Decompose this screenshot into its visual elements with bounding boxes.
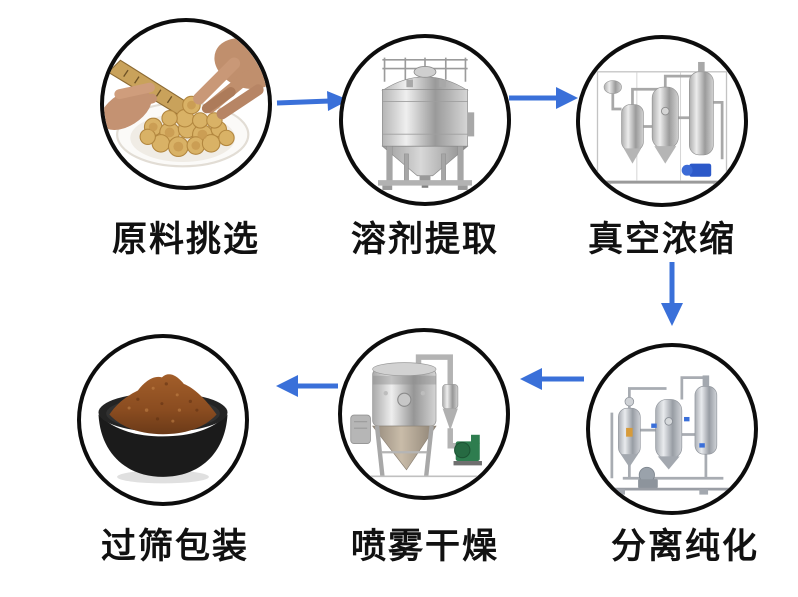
step-label-spray-drying: 喷雾干燥 xyxy=(350,527,499,567)
step-label-raw-material-selection: 原料挑选 xyxy=(111,220,260,260)
arrow-drying-to-packaging-icon xyxy=(276,375,338,397)
hands-sorting-herb-slices-illustration xyxy=(104,38,268,168)
powder-bowl-illustration xyxy=(98,374,228,484)
step-label-vacuum-concentration: 真空浓缩 xyxy=(587,220,736,260)
arrow-concentration-to-purification-icon xyxy=(661,262,683,326)
step-circle-solvent-extraction xyxy=(339,34,511,206)
arrow-purification-to-drying-icon xyxy=(520,368,584,390)
separation-columns-illustration xyxy=(607,375,737,495)
spray-dryer-illustration xyxy=(350,354,485,478)
arrow-extraction-to-concentration-icon xyxy=(509,87,578,109)
extraction-tank-illustration xyxy=(377,57,475,190)
step-circle-separation-purification xyxy=(586,343,758,515)
arrow-selection-to-extraction-icon xyxy=(276,91,349,111)
step-circle-spray-drying xyxy=(338,328,510,500)
step-label-solvent-extraction: 溶剂提取 xyxy=(350,220,499,260)
step-label-sieving-packaging: 过筛包装 xyxy=(100,527,249,567)
step-label-separation-purification: 分离纯化 xyxy=(610,527,759,567)
vacuum-evaporator-illustration xyxy=(595,61,729,188)
step-circle-raw-material-selection xyxy=(100,18,272,190)
step-circle-vacuum-concentration xyxy=(576,35,748,207)
step-circle-sieving-packaging xyxy=(77,334,249,506)
